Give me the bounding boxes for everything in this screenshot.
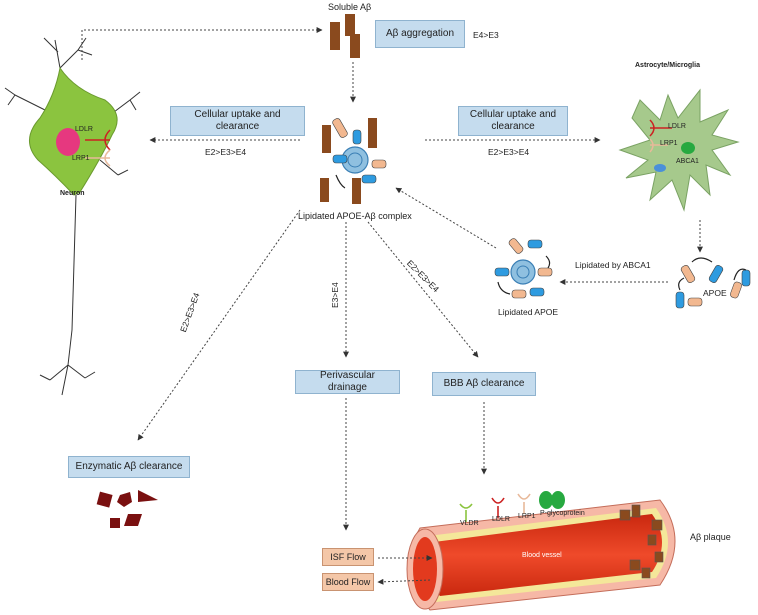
neuron-title: Neuron <box>60 190 85 197</box>
perivascular-box: Perivascular drainage <box>295 370 400 394</box>
soluble-abeta-fibrils <box>330 14 360 58</box>
astro-uptake-order: E2>E3>E4 <box>488 147 530 157</box>
blood-vessel-label: Blood vessel <box>522 552 562 559</box>
abeta-plaque-label: Aβ plaque <box>690 532 731 542</box>
astrocyte-cell <box>618 88 740 212</box>
vessel-receptor-lrp1: LRP1 <box>518 513 536 520</box>
bbb-box: BBB Aβ clearance <box>432 372 536 396</box>
vessel-receptor-pgp: P-glycoprotein <box>540 510 585 517</box>
apoe-abeta-complex <box>320 118 387 204</box>
enzymatic-box: Enzymatic Aβ clearance <box>68 456 190 478</box>
blood-flow-box: Blood Flow <box>322 573 374 591</box>
perivascular-order-label: E3>E4 <box>330 282 340 308</box>
arrows <box>81 27 703 585</box>
lipidated-apoe-label: Lipidated APOE <box>498 307 559 317</box>
abeta-aggregation-box: Aβ aggregation <box>375 20 465 48</box>
lipidated-apoe <box>494 238 553 299</box>
apoe-molecules <box>675 257 751 309</box>
degraded-abeta-fragments <box>96 490 158 528</box>
vessel-receptor-ldlr: LDLR <box>492 516 510 523</box>
astro-abca1-label: ABCA1 <box>676 158 699 165</box>
neuron-cell <box>4 37 141 396</box>
astro-title: Astrocyte/Microglia <box>635 62 700 69</box>
neuron-uptake-order: E2>E3>E4 <box>205 147 247 157</box>
neuron-ldlr-label: LDLR <box>75 126 93 133</box>
astro-uptake-box: Cellular uptake and clearance <box>458 106 568 136</box>
neuron-lrp1-label: LRP1 <box>72 155 90 162</box>
isf-flow-box: ISF Flow <box>322 548 374 566</box>
vessel-receptor-vldr: VLDR <box>460 520 479 527</box>
neuron-uptake-box: Cellular uptake and clearance <box>170 106 305 136</box>
aggregation-order-label: E4>E3 <box>473 30 499 40</box>
astro-lrp1-label: LRP1 <box>660 140 678 147</box>
apoe-label: APOE <box>703 288 727 298</box>
complex-label: Lipidated APOE-Aβ complex <box>298 211 412 221</box>
astro-ldlr-label: LDLR <box>668 123 686 130</box>
lipidated-by-label: Lipidated by ABCA1 <box>575 260 651 270</box>
soluble-abeta-label: Soluble Aβ <box>328 2 372 12</box>
blood-vessel <box>406 491 676 611</box>
